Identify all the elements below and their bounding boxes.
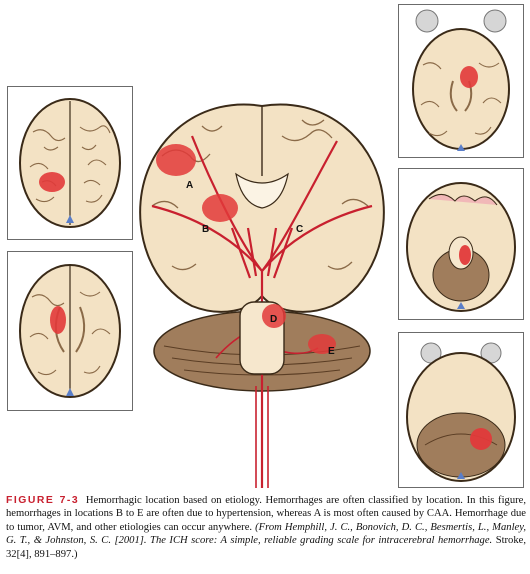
hemorrhage-b	[202, 194, 238, 222]
coronal-brain-illustration: A B C D E	[139, 103, 385, 488]
axial-slice-left-bottom	[7, 251, 133, 411]
caption-citation: (From Hemphill, J. C., Bonovich, D. C., …	[6, 521, 526, 547]
caption-journal: Stroke, 32[4], 891–897.)	[6, 535, 526, 560]
label-b: B	[202, 224, 209, 235]
label-a: A	[186, 180, 193, 191]
figure-label: FIGURE 7-3	[6, 495, 80, 506]
axial-slice-left-top	[7, 86, 133, 240]
label-e: E	[328, 346, 335, 357]
hemorrhage-e	[308, 334, 336, 354]
hemorrhage-spot	[460, 66, 478, 88]
figure-caption: FIGURE 7-3 Hemorrhagic location based on…	[6, 494, 526, 561]
hemorrhage-a	[156, 144, 196, 176]
hemorrhage-spot	[50, 306, 66, 334]
label-c: C	[296, 224, 303, 235]
axial-slice-right-bottom	[398, 332, 524, 488]
hemorrhage-spot	[459, 245, 471, 265]
label-d: D	[270, 314, 277, 325]
hemorrhage-spot	[39, 172, 65, 192]
hemorrhage-spot	[470, 428, 492, 450]
caption-text: Hemorrhagic location based on etiology. …	[6, 495, 526, 533]
hemorrhage-d	[262, 304, 286, 328]
axial-slice-right-middle	[398, 168, 524, 320]
axial-slice-right-top	[398, 4, 524, 158]
hemorrhage-location-figure: A B C D E	[7, 4, 524, 488]
